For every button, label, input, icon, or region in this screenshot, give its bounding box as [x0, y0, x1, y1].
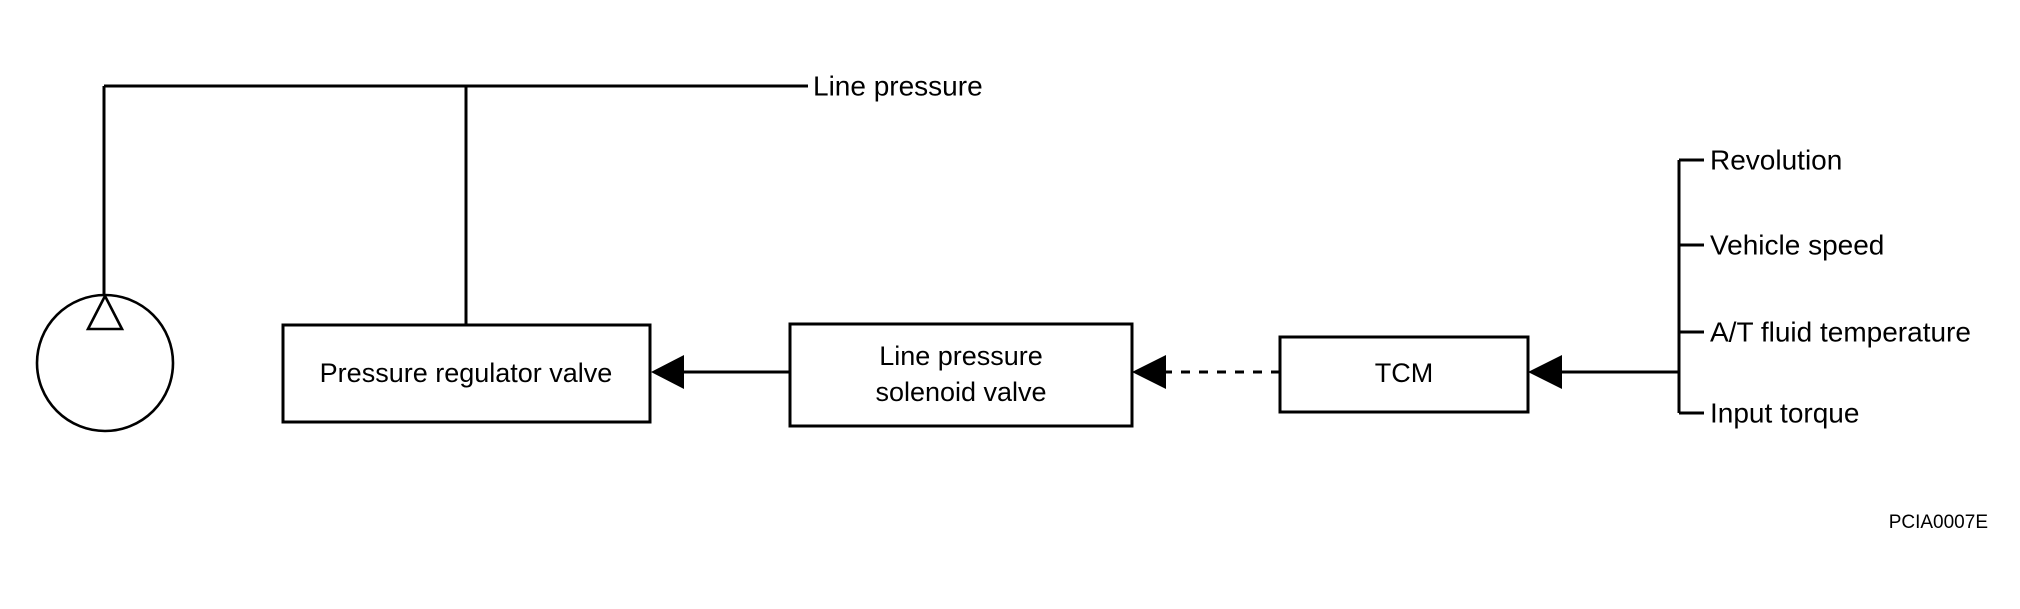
line-pressure-pipe — [102, 84, 808, 325]
tcm-label: TCM — [1375, 358, 1433, 388]
line-pressure-solenoid-valve-box[interactable] — [788, 322, 1134, 428]
oil-pump-symbol — [35, 293, 175, 433]
line-pressure-label: Line pressure — [813, 70, 983, 101]
pressure-regulator-valve-label: Pressure regulator valve — [320, 358, 613, 388]
arrow-solenoid-to-regulator — [651, 355, 790, 389]
input-label-at-fluid-temperature: A/T fluid temperature — [1710, 316, 1971, 347]
pump-circle — [35, 293, 175, 433]
arrow-head-left-icon — [1132, 355, 1166, 389]
input-signals-bracket — [1677, 158, 1704, 415]
arrow-inputs-to-tcm — [1528, 355, 1679, 389]
input-label-vehicle-speed: Vehicle speed — [1710, 229, 1884, 260]
node-tcm[interactable]: TCM — [1278, 335, 1530, 414]
input-label-input-torque: Input torque — [1710, 397, 1859, 428]
arrow-tcm-to-solenoid — [1132, 355, 1280, 389]
solenoid-valve-label-line2: solenoid valve — [875, 377, 1046, 407]
input-label-revolution: Revolution — [1710, 144, 1842, 175]
figure-code: PCIA0007E — [1889, 512, 1988, 533]
input-signal-labels: Revolution Vehicle speed A/T fluid tempe… — [1710, 144, 1971, 428]
solenoid-valve-label-line1: Line pressure — [879, 341, 1043, 371]
pump-triangle-icon — [85, 293, 125, 331]
node-line-pressure-solenoid-valve[interactable]: Line pressure solenoid valve — [788, 322, 1134, 428]
arrow-head-left-icon — [1528, 355, 1562, 389]
arrow-head-left-icon — [651, 355, 684, 389]
tcm-box[interactable] — [1278, 335, 1530, 414]
node-pressure-regulator-valve[interactable]: Pressure regulator valve — [281, 323, 652, 424]
pressure-regulator-valve-box[interactable] — [281, 323, 652, 424]
